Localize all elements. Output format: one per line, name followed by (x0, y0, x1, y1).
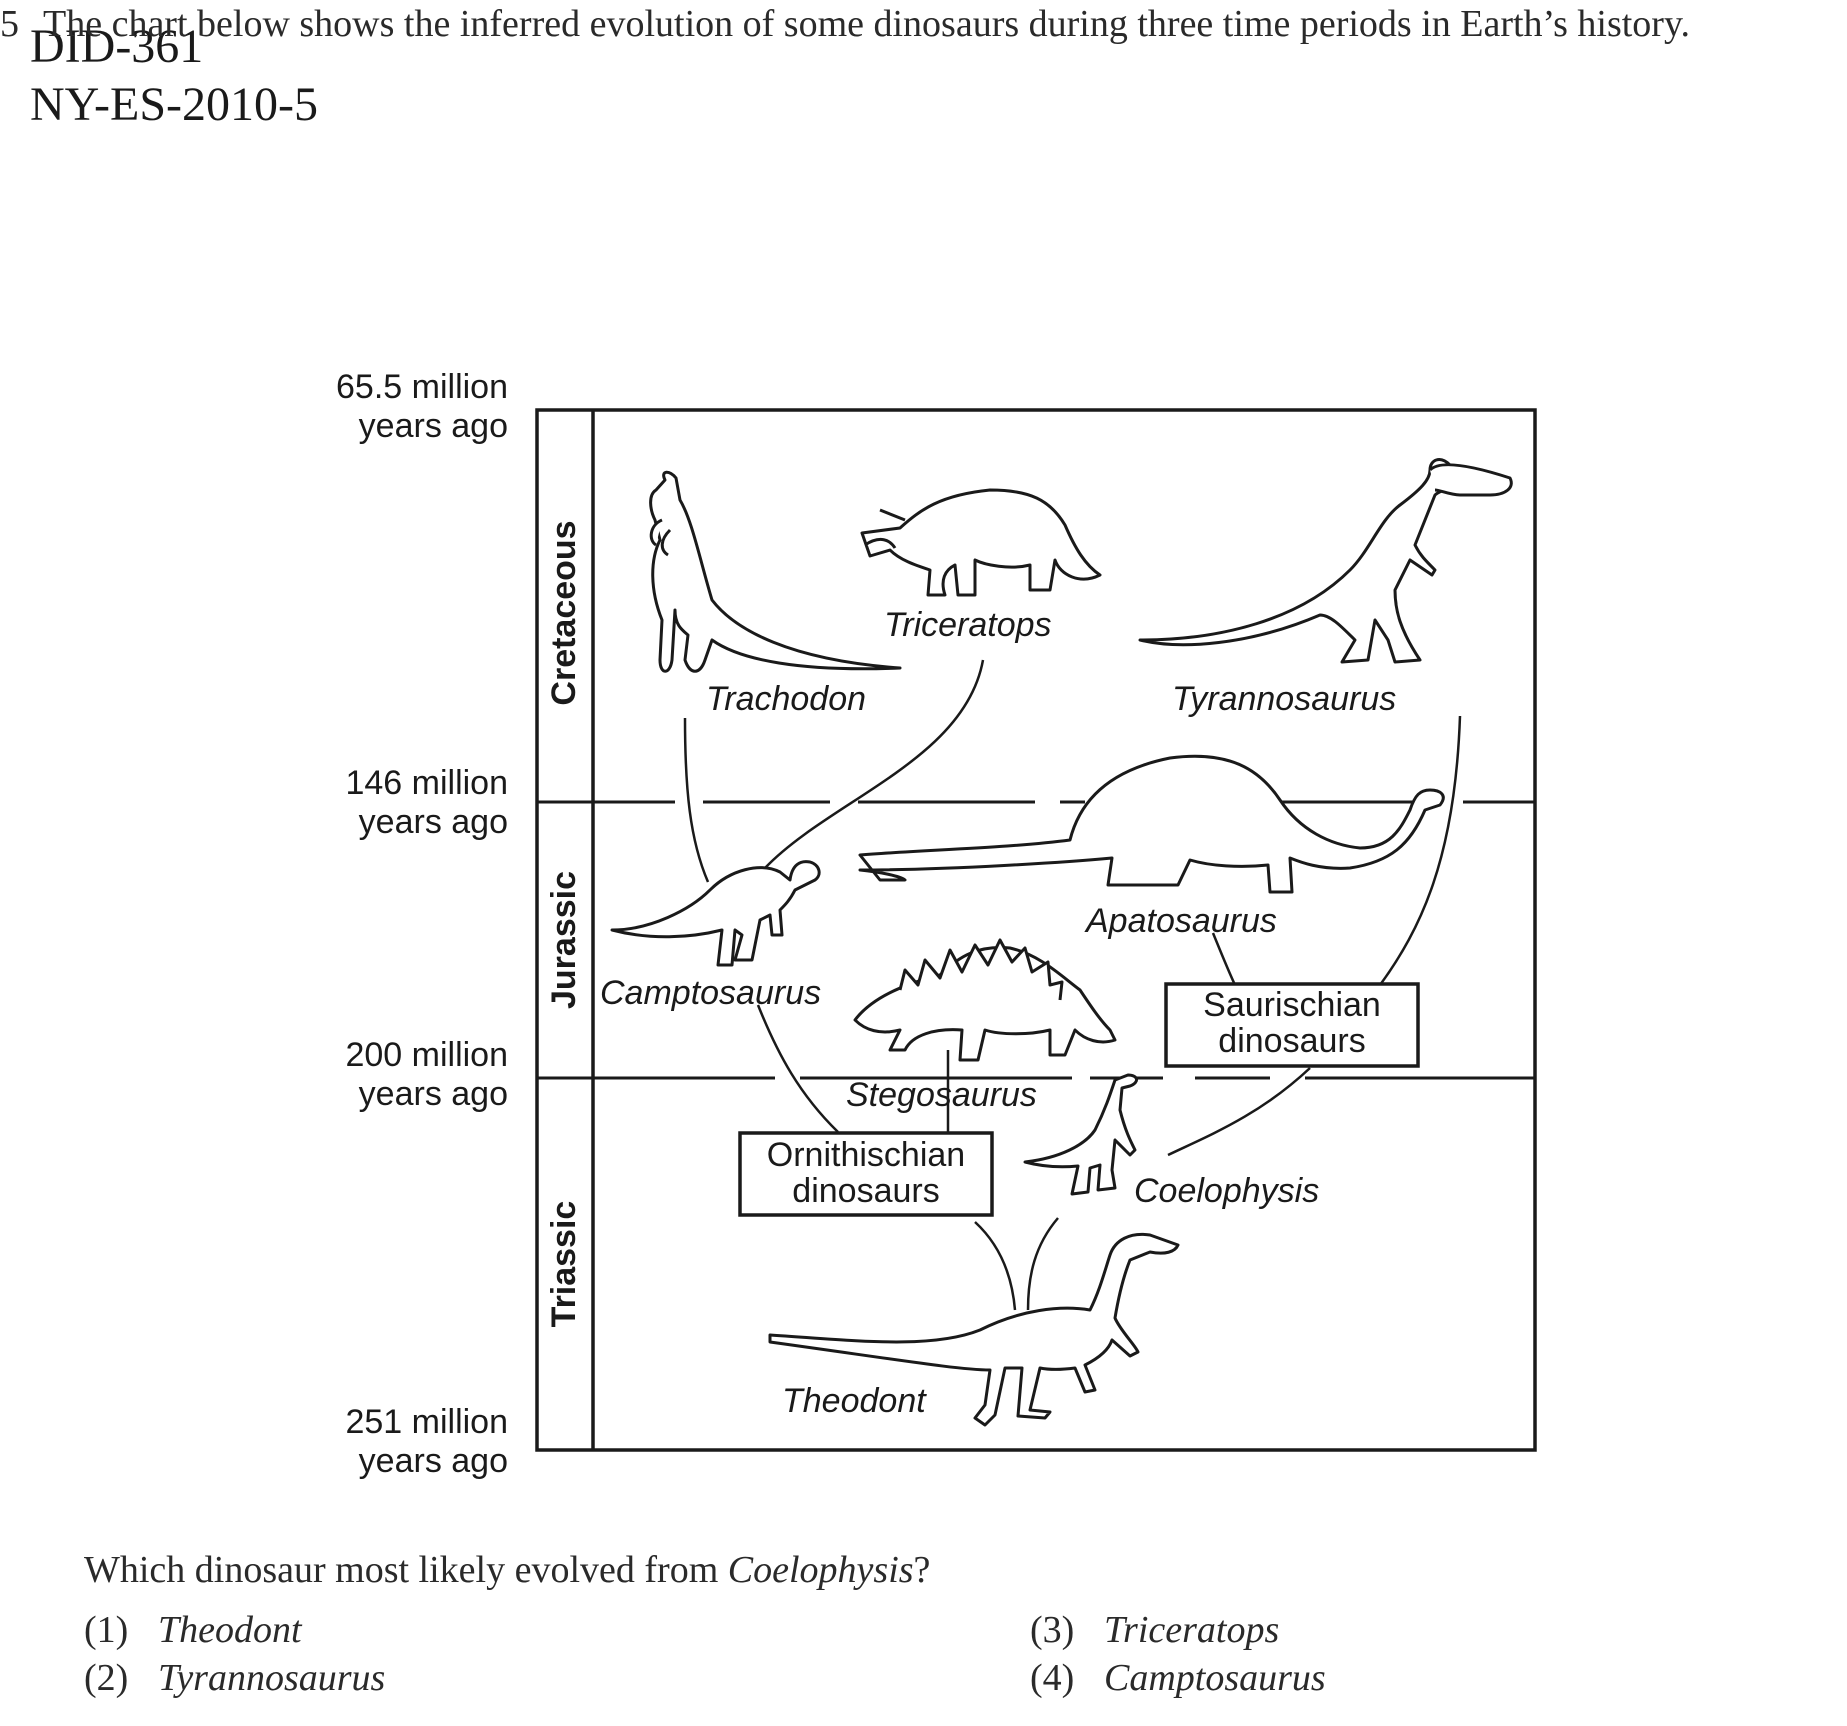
time-label-251-top: 251 million (345, 1403, 508, 1441)
coelophysis-illustration (1023, 1073, 1138, 1196)
ornithischian-line-1: Ornithischian (767, 1136, 965, 1174)
label-camptosaurus: Camptosaurus (600, 974, 821, 1012)
period-label-triassic: Triassic (545, 1201, 583, 1328)
prompt-end: ? (913, 1549, 931, 1591)
time-label-200-top: 200 million (345, 1036, 508, 1074)
period-label-jurassic: Jurassic (545, 871, 583, 1009)
saurischian-line-2: dinosaurs (1218, 1022, 1365, 1060)
document-id-line-2: NY-ES-2010-5 (30, 78, 318, 131)
link-ornithischian-theodont (974, 1221, 1017, 1311)
time-label-200-bottom: years ago (359, 1075, 508, 1113)
time-label-65-5-bottom: years ago (359, 407, 508, 445)
stegosaurus-illustration (853, 938, 1117, 1062)
link-tyrannosaurus-saurischian (1378, 715, 1462, 986)
time-label-146: 146 million years ago (345, 764, 508, 841)
answer-choice-4[interactable]: (4) Camptosaurus (1030, 1656, 1326, 1700)
time-label-146-top: 146 million (345, 764, 508, 802)
document-id: DID-361 NY-ES-2010-5 (30, 18, 318, 134)
link-apatosaurus-saurischian (1211, 932, 1237, 986)
time-label-251: 251 million years ago (345, 1403, 508, 1480)
time-label-65-5-top: 65.5 million (336, 368, 508, 406)
camptosaurus-illustration (610, 860, 821, 967)
label-apatosaurus: Apatosaurus (1084, 902, 1277, 940)
answer-choice-4-text: Camptosaurus (1104, 1657, 1326, 1699)
time-label-65-5: 65.5 million years ago (336, 368, 508, 445)
saurischian-line-1: Saurischian (1203, 986, 1381, 1024)
link-coelophysis-theodont (1026, 1217, 1059, 1311)
answer-choice-3-number: (3) (1030, 1609, 1075, 1651)
question-text: The chart below shows the inferred evolu… (43, 3, 1690, 45)
answer-choice-3-text: Triceratops (1104, 1609, 1280, 1651)
document-id-line-1: DID-361 (30, 20, 204, 73)
tyrannosaurus-illustration (1138, 458, 1513, 664)
apatosaurus-illustration (858, 754, 1445, 894)
answer-choice-3[interactable]: (3) Triceratops (1030, 1608, 1279, 1652)
trachodon-illustration (649, 470, 902, 673)
period-label-cretaceous: Cretaceous (545, 520, 583, 705)
label-trachodon: Trachodon (706, 680, 866, 718)
time-label-146-bottom: years ago (359, 803, 508, 841)
answer-choice-1-text: Theodont (158, 1609, 302, 1651)
question-number: 5 (0, 3, 19, 45)
ornithischian-line-2: dinosaurs (792, 1172, 939, 1210)
time-label-251-bottom: years ago (359, 1442, 508, 1480)
answer-choice-4-number: (4) (1030, 1657, 1075, 1699)
label-theodont: Theodont (782, 1382, 927, 1420)
theodont-illustration (768, 1232, 1180, 1427)
prompt-italic-term: Coelophysis (727, 1549, 914, 1591)
answer-choice-1-number: (1) (84, 1609, 129, 1651)
answer-choice-1[interactable]: (1) Theodont (84, 1608, 302, 1652)
answer-choice-2-number: (2) (84, 1657, 129, 1699)
answer-choice-2[interactable]: (2) Tyrannosaurus (84, 1656, 385, 1700)
link-camptosaurus-ornithischian (756, 1004, 839, 1133)
saurischian-group-box: Saurischian dinosaurs (1164, 982, 1420, 1068)
label-tyrannosaurus: Tyrannosaurus (1172, 680, 1396, 718)
link-triceratops-camptosaurus (764, 659, 985, 869)
ornithischian-group-box: Ornithischian dinosaurs (738, 1131, 994, 1217)
prompt-text: Which dinosaur most likely evolved from (84, 1549, 728, 1591)
time-label-200: 200 million years ago (345, 1036, 508, 1113)
link-trachodon-camptosaurus (683, 717, 710, 883)
label-triceratops: Triceratops (884, 606, 1052, 644)
question-prompt: Which dinosaur most likely evolved from … (84, 1548, 930, 1592)
chart-frame (535, 408, 1537, 1452)
triceratops-illustration (860, 488, 1102, 597)
label-stegosaurus: Stegosaurus (846, 1076, 1037, 1114)
link-saurischian-coelophysis (1167, 1067, 1311, 1157)
label-coelophysis: Coelophysis (1134, 1172, 1319, 1210)
answer-choice-2-text: Tyrannosaurus (158, 1657, 386, 1699)
